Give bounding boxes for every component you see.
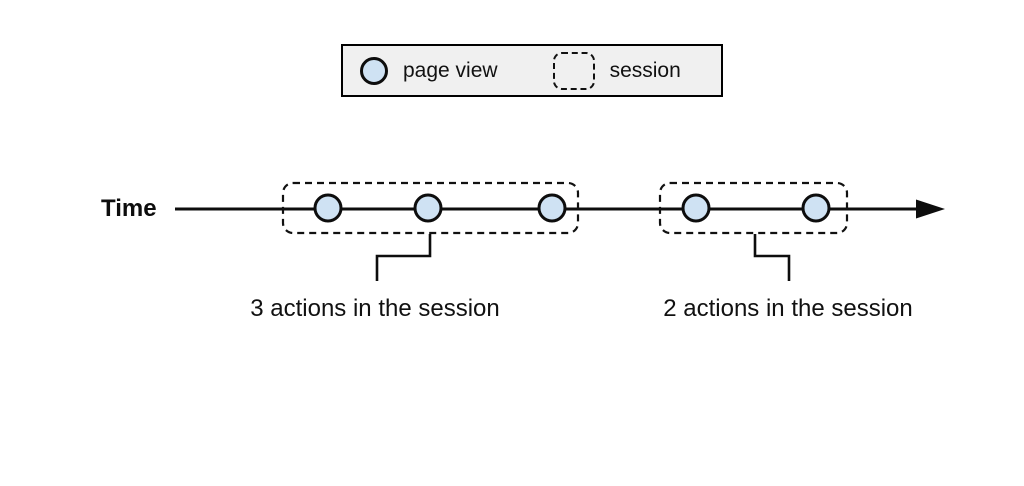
time-axis-label: Time (101, 195, 157, 222)
session-2-caption: 2 actions in the session (663, 295, 913, 322)
timeline-arrowhead-icon (916, 199, 945, 219)
legend-label-session: session (609, 58, 681, 82)
legend-box: page view session (341, 44, 723, 97)
page-view-marker (413, 193, 443, 223)
page-view-marker (313, 193, 343, 223)
session-1-caption: 3 actions in the session (250, 295, 500, 322)
session-2-boundary-box (658, 181, 849, 235)
session-dashed-box-icon (552, 51, 595, 90)
caption-connector-line (375, 234, 432, 281)
page-view-circle-icon (360, 56, 388, 85)
legend-label-page-view: page view (403, 58, 498, 82)
page-view-marker (681, 193, 711, 223)
session-1-boundary-box (281, 181, 580, 235)
page-view-marker (537, 193, 567, 223)
page-view-marker (801, 193, 831, 223)
caption-connector-line (753, 234, 791, 281)
